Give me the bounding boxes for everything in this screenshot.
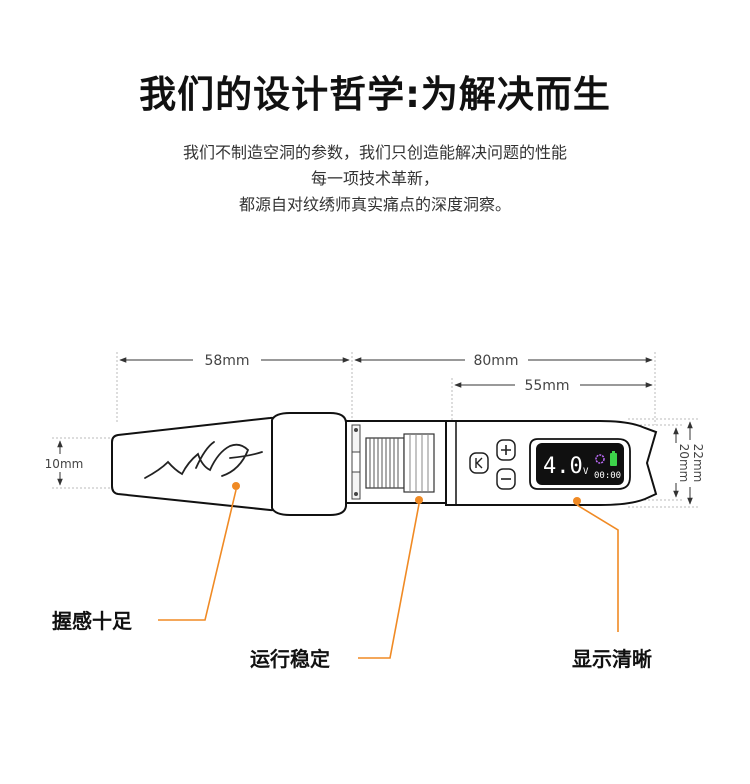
pen-cap: [111, 416, 279, 512]
intro-line-1: 我们不制造空洞的参数，我们只创造能解决问题的性能: [182, 143, 567, 162]
pen-illustration: 4.0 V 00:00: [111, 412, 658, 516]
callout-stable: 运行稳定: [250, 503, 420, 671]
signature-logo-icon: [144, 441, 263, 479]
dim-55mm-label: 55mm: [524, 378, 569, 394]
intro-line-2: 每一项技术革新，: [310, 169, 439, 188]
voltage-readout: 4.0: [543, 454, 583, 479]
voltage-unit: V: [583, 467, 589, 477]
timer-readout: 00:00: [594, 471, 621, 481]
dim-20mm-label: 20mm: [677, 444, 691, 483]
mode-icon: [475, 457, 483, 469]
callout-grip: 握感十足: [52, 489, 237, 633]
display-marker: [573, 497, 581, 505]
dim-22mm-label: 22mm: [691, 444, 705, 483]
callout-display-label: 显示清晰: [572, 647, 652, 671]
dimension-55mm: 55mm: [451, 378, 653, 420]
page-title: 我们的设计哲学:为解决而生: [139, 73, 611, 116]
dim-58mm-label: 58mm: [204, 353, 249, 369]
plus-button[interactable]: [496, 439, 516, 461]
dimension-80mm: 80mm: [354, 352, 656, 425]
intro-line-3: 都源自对纹绣师真实痛点的深度洞察。: [238, 195, 511, 214]
callout-grip-label: 握感十足: [52, 609, 133, 633]
dim-10mm-label: 10mm: [45, 457, 84, 471]
grip-ring: [271, 412, 347, 516]
dimension-22mm: 22mm: [628, 418, 705, 508]
minus-button[interactable]: [496, 468, 516, 490]
battery-icon: [610, 453, 617, 466]
dimension-20mm: 20mm: [640, 424, 691, 501]
dim-80mm-label: 80mm: [473, 353, 518, 369]
callout-display: 显示清晰: [572, 504, 652, 671]
motor-marker: [415, 496, 423, 504]
display-screen: [536, 443, 624, 485]
callout-stable-label: 运行稳定: [250, 647, 330, 671]
mode-button[interactable]: [469, 452, 489, 474]
intro-text: 我们不制造空洞的参数，我们只创造能解决问题的性能 每一项技术革新， 都源自对纹绣…: [0, 140, 750, 218]
dimension-10mm: 10mm: [45, 437, 110, 489]
dimension-58mm: 58mm: [116, 352, 353, 422]
plus-icon: [501, 445, 511, 455]
gear-icon: [595, 454, 605, 464]
grip-marker: [232, 482, 240, 490]
